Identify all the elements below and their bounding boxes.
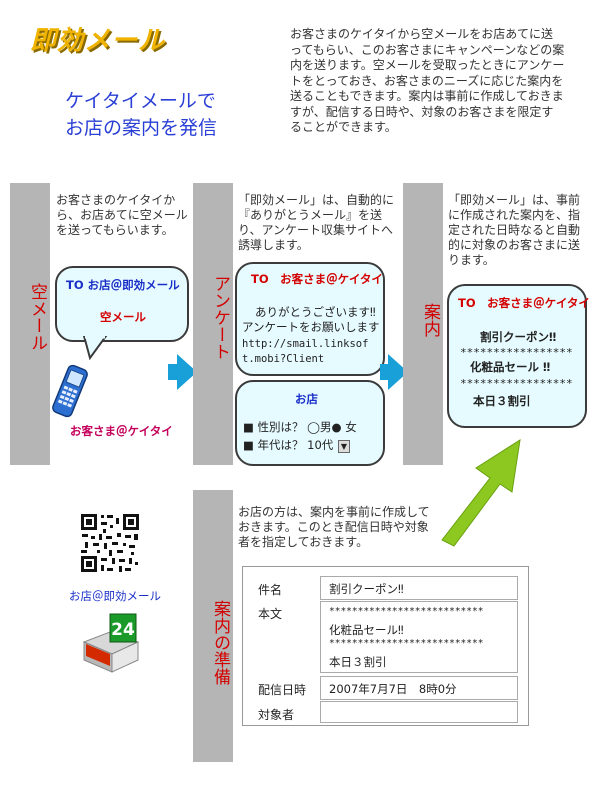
step3-bubble-to: TO お客さま＠ケイタイ: [458, 296, 590, 310]
step2-description: 「即効メール」は、自動的に『ありがとうメール』を送り、アンケート収集サイトへ誘導…: [238, 193, 395, 252]
step-bar-annai: 案内: [403, 183, 443, 465]
step-bar-karamail: 空メール: [10, 183, 50, 465]
body-line-4: 本日３割引: [329, 655, 387, 669]
step4-description: お店の方は、案内を事前に作成しておきます。このとき配信日時や対象者を指定しておき…: [238, 505, 430, 549]
step2-bubble-url: http://smail.linksoft.mobi?Client: [242, 338, 369, 365]
step-label-annai: 案内: [420, 303, 440, 337]
target-label: 対象者: [258, 708, 295, 722]
body-field: *************************** 化粧品セール‼ ****…: [320, 601, 518, 673]
step3-coupon-bubble: [447, 284, 587, 428]
step2-question-age: ■ 年代は？ 10代: [243, 438, 334, 452]
step2-survey-bubble: [235, 380, 385, 466]
date-label: 配信日時: [258, 683, 307, 697]
step1-description: お客さまのケイタイから、お店あてに空メールを送ってもらいます。: [56, 193, 188, 237]
step2-question-gender: ■ 性別は？ ◯男● 女: [243, 420, 357, 434]
body-line-1: ***************************: [329, 606, 484, 617]
arrow-2-stem: [380, 364, 390, 380]
step2-thanks-bubble: [235, 262, 385, 376]
arrow-1-stem: [168, 364, 178, 380]
step-label-preparation: 案内の準備: [210, 600, 230, 685]
date-value: 2007年7月7日 8時0分: [329, 682, 457, 696]
step1-bubble-tail: [82, 336, 108, 361]
step3-description: 「即効メール」は、事前に作成された案内を、指定された日時なると自動的に対象のお客…: [448, 193, 581, 267]
step2-shop-title: お店: [295, 392, 318, 406]
logo: 即効メール: [30, 26, 166, 56]
subject-value: 割引クーポン‼: [329, 582, 404, 596]
body-line-2: 化粧品セール‼: [329, 623, 404, 637]
arrow-1-icon: [177, 354, 197, 390]
green-arrow-icon: [441, 438, 521, 547]
step3-coupon-line: 割引クーポン‼: [480, 330, 557, 344]
step1-bubble-to: TO お店＠即効メール: [66, 278, 180, 292]
step-label-enquete: アンケート: [210, 275, 230, 360]
qr-code-icon: [79, 512, 141, 574]
tagline-line-2: お店の案内を発信: [65, 117, 218, 139]
subject-label: 件名: [258, 583, 283, 597]
step2-bubble-request: アンケートをお願いします: [242, 320, 380, 334]
step2-bubble-to: TO お客さま＠ケイタイ: [251, 272, 383, 286]
step1-bubble-body: 空メール: [100, 310, 146, 324]
convenience-store-icon: 24: [82, 613, 140, 673]
body-label: 本文: [258, 607, 283, 621]
age-dropdown-icon: ▼: [338, 440, 350, 453]
step3-stars-1: *****************: [460, 346, 573, 359]
step-bar-enquete: アンケート: [193, 183, 233, 465]
subject-field: 割引クーポン‼: [320, 576, 518, 600]
step1-sender: お客さま＠ケイタイ: [70, 424, 173, 438]
body-line-3: ***************************: [329, 638, 484, 649]
date-field: 2007年7月7日 8時0分: [320, 676, 518, 700]
shop-address: お店＠即効メール: [69, 589, 161, 603]
step1-mail-bubble: [55, 266, 189, 342]
mobile-phone-icon: [52, 364, 88, 418]
badge-24-text: 24: [111, 620, 135, 640]
step-label-karamail: 空メール: [27, 283, 47, 351]
step-bar-preparation: 案内の準備: [193, 490, 233, 762]
intro-text: お客さまのケイタイから空メールをお店あてに送ってもらい、このお客さまにキャンペー…: [290, 27, 565, 134]
step3-discount-line: 本日３割引: [473, 394, 531, 408]
step2-bubble-thanks: ありがとうございます‼: [255, 305, 376, 319]
step3-sale-line: 化粧品セール ‼: [470, 360, 551, 374]
step3-stars-2: *****************: [460, 377, 573, 390]
tagline: ケイタイメールで お店の案内を発信: [65, 88, 255, 142]
target-field: [320, 701, 518, 723]
tagline-line-1: ケイタイメールで: [65, 90, 216, 112]
